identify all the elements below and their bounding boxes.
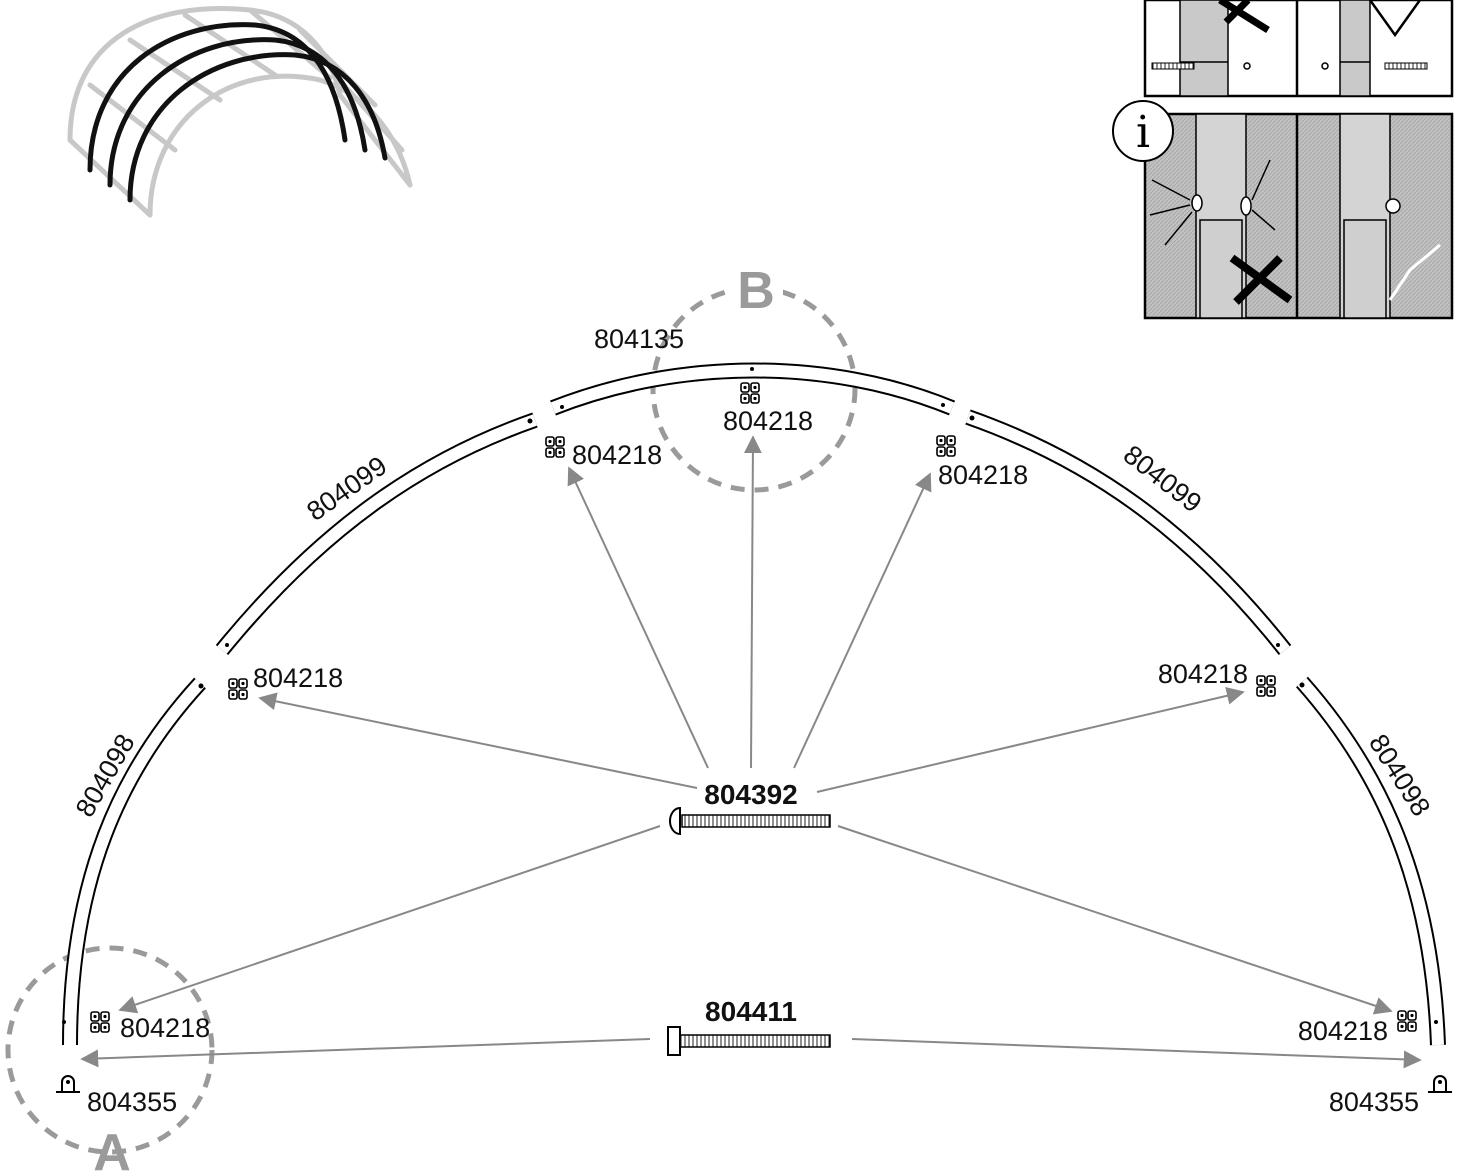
arrow bbox=[80, 1038, 651, 1068]
connector-left-bottom: 804218 bbox=[90, 1011, 210, 1043]
arrow bbox=[851, 1038, 1422, 1069]
connector-icon bbox=[936, 435, 956, 457]
detail-circle-b: B bbox=[650, 262, 858, 493]
connector-label: 804218 bbox=[253, 663, 343, 693]
arrow bbox=[118, 825, 661, 1014]
detail-label-a: A bbox=[93, 1124, 131, 1174]
carriage-bolt: 804392 bbox=[669, 779, 831, 836]
foot-label: 804355 bbox=[1329, 1087, 1419, 1117]
tube-left-lower bbox=[62, 677, 206, 1046]
arrow bbox=[258, 692, 698, 789]
connector-center: 804218 bbox=[723, 382, 813, 436]
carriage-bolt-icon bbox=[669, 806, 681, 836]
hex-bolt: 804411 bbox=[667, 996, 831, 1056]
assembly-arrows bbox=[80, 435, 1422, 1069]
connector-icon bbox=[740, 382, 760, 404]
tube-right-lower bbox=[1296, 676, 1446, 1046]
connector-icon bbox=[1256, 675, 1276, 697]
info-panel: i bbox=[1112, 0, 1454, 320]
foot-left: 804355 bbox=[55, 1075, 177, 1117]
connector-icon bbox=[90, 1011, 110, 1033]
connector-icon bbox=[1397, 1010, 1417, 1032]
tube-label-top: 804135 bbox=[594, 324, 684, 354]
connector-label: 804218 bbox=[723, 406, 813, 436]
hex-bolt-label: 804411 bbox=[705, 996, 797, 1027]
foot-bracket-icon bbox=[55, 1075, 81, 1093]
info-icon: i bbox=[1136, 107, 1150, 158]
arrow bbox=[816, 686, 1245, 793]
detail-circle-a: A bbox=[5, 945, 215, 1174]
detail-label-b: B bbox=[737, 262, 775, 320]
tube-right-upper bbox=[965, 409, 1292, 655]
arrow bbox=[567, 466, 709, 769]
connector-label: 804218 bbox=[938, 460, 1028, 490]
connector-label: 804218 bbox=[1298, 1016, 1388, 1046]
connector-icon bbox=[228, 678, 248, 700]
connector-label: 804218 bbox=[120, 1013, 210, 1043]
tube-top bbox=[550, 362, 956, 416]
arrow bbox=[793, 472, 932, 769]
connector-right-mid: 804218 bbox=[1158, 659, 1276, 697]
greenhouse-overview-illustration bbox=[67, 6, 413, 218]
wrong-cross-icon bbox=[1218, 0, 1270, 33]
connector-left-mid: 804218 bbox=[228, 663, 343, 700]
connector-label: 804218 bbox=[572, 440, 662, 470]
arrow bbox=[837, 825, 1393, 1015]
foot-right: 804355 bbox=[1329, 1075, 1453, 1117]
foot-bracket-icon bbox=[1427, 1075, 1453, 1093]
connector-right-top: 804218 bbox=[936, 435, 1028, 490]
connector-right-bottom: 804218 bbox=[1298, 1010, 1417, 1046]
hex-bolt-icon bbox=[667, 1026, 681, 1056]
tube-left-upper bbox=[215, 412, 538, 656]
connector-label: 804218 bbox=[1158, 659, 1248, 689]
connector-icon bbox=[545, 436, 565, 458]
correct-check-icon bbox=[1368, 0, 1422, 38]
connector-left-top: 804218 bbox=[545, 436, 662, 470]
carriage-bolt-label: 804392 bbox=[704, 779, 797, 810]
foot-label: 804355 bbox=[87, 1087, 177, 1117]
arrow bbox=[743, 435, 762, 769]
